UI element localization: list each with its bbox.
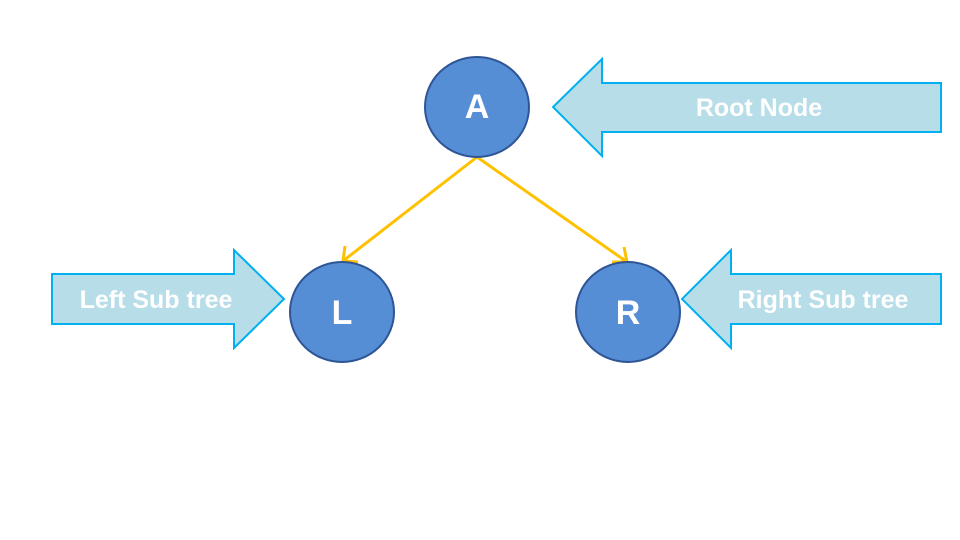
- right-node: R: [575, 261, 681, 363]
- root-node-circle: [424, 56, 530, 158]
- edge-root-to-right: [476, 155, 628, 264]
- left-node-circle: [289, 261, 395, 363]
- left-node: L: [289, 261, 395, 363]
- edge-left-arrowhead: [341, 245, 359, 264]
- right-subtree-callout-label: Right Sub tree: [738, 286, 909, 314]
- left-node-label: L: [332, 294, 353, 332]
- tree-edges: [341, 155, 629, 264]
- root-node-callout-arrow: [551, 56, 942, 159]
- root-node-callout-label: Root Node: [696, 94, 822, 122]
- right-node-label: R: [616, 294, 641, 332]
- edge-root-to-left: [342, 155, 478, 263]
- right-subtree-callout-arrow: [680, 247, 942, 351]
- root-node: A: [424, 56, 530, 158]
- right-subtree-callout: Right Sub tree: [680, 247, 942, 351]
- left-subtree-callout-arrow: [51, 247, 286, 351]
- left-subtree-callout-label: Left Sub tree: [80, 286, 233, 314]
- root-node-callout: Root Node: [551, 56, 942, 159]
- root-node-label: A: [465, 88, 490, 126]
- right-node-circle: [575, 261, 681, 363]
- left-subtree-callout: Left Sub tree: [51, 247, 286, 351]
